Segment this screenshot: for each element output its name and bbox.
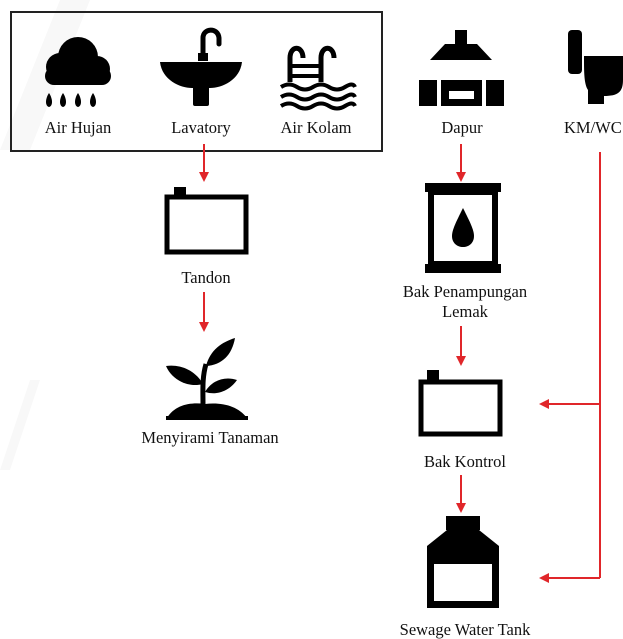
tank-icon xyxy=(164,187,249,255)
bak-kontrol-label: Bak Kontrol xyxy=(424,452,506,471)
sewage-tank-icon xyxy=(427,516,499,608)
bak-penampungan-label-line1: Bak Penampungan xyxy=(403,282,527,301)
toilet-icon xyxy=(568,30,623,104)
flow-arrows xyxy=(199,144,601,583)
sewage-tank-label: Sewage Water Tank xyxy=(400,620,531,639)
control-tank-icon xyxy=(418,370,503,437)
tandon-label: Tandon xyxy=(181,268,230,287)
background-watermark xyxy=(0,0,90,470)
source-label-air-hujan: Air Hujan xyxy=(45,118,111,137)
menyirami-tanaman-label: Menyirami Tanaman xyxy=(141,428,278,447)
bak-penampungan-label-line2: Lemak xyxy=(442,302,489,321)
kitchen-hood-stove-icon xyxy=(419,30,504,106)
grease-barrel-icon xyxy=(425,183,501,273)
plant-sprout-icon xyxy=(166,338,248,420)
kmwc-label: KM/WC xyxy=(564,118,622,137)
dapur-label: Dapur xyxy=(441,118,483,137)
rain-cloud-icon xyxy=(45,37,111,107)
source-label-lavatory: Lavatory xyxy=(171,118,231,137)
sink-faucet-icon xyxy=(160,27,242,106)
source-group-frame xyxy=(10,11,383,152)
source-label-air-kolam: Air Kolam xyxy=(280,118,351,137)
pool-ladder-icon xyxy=(279,45,357,111)
